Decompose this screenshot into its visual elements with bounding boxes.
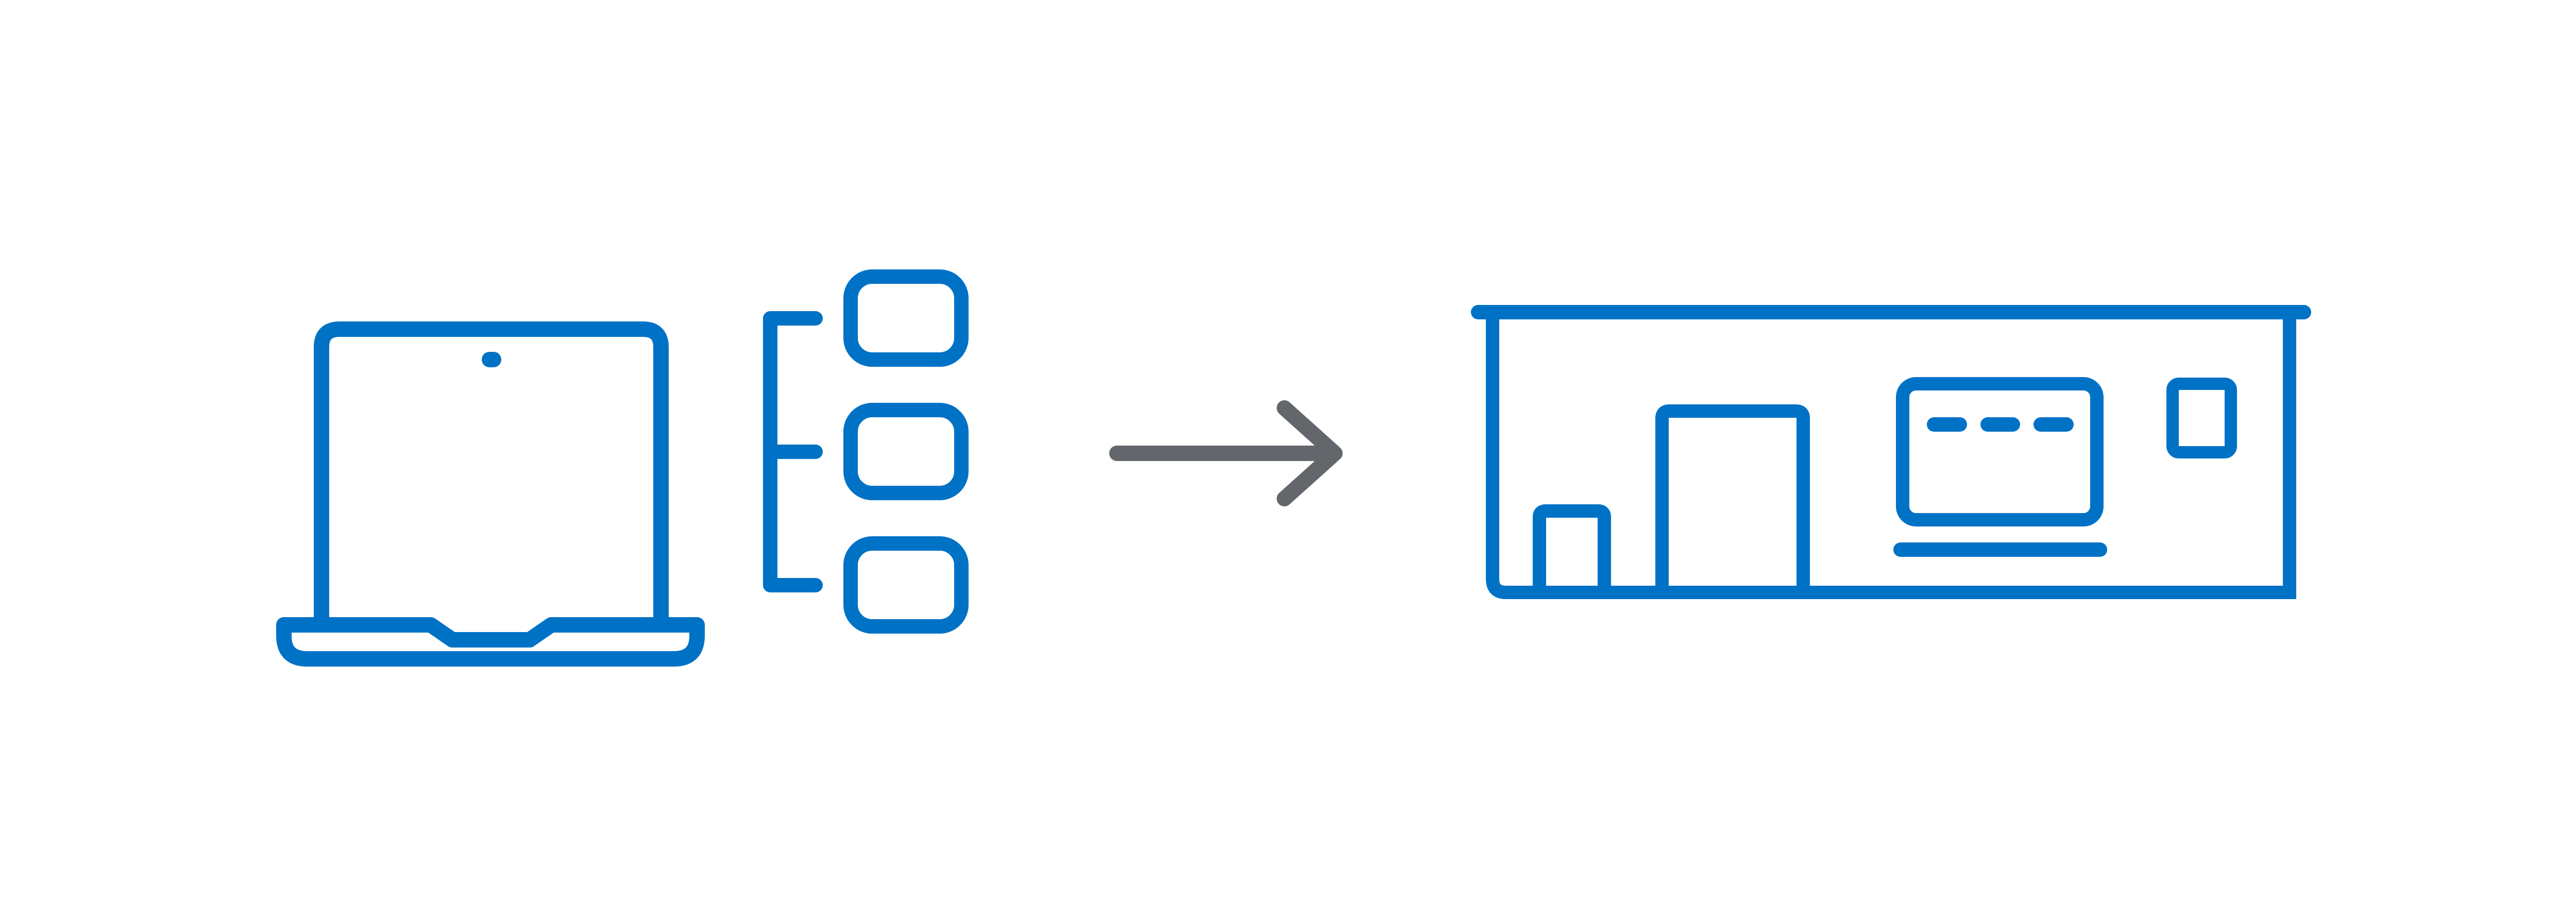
hierarchy-node-2 bbox=[843, 403, 969, 500]
building-door bbox=[1655, 404, 1810, 592]
laptop-camera-icon bbox=[482, 352, 501, 367]
hierarchy-node-3 bbox=[843, 536, 969, 634]
building-left-wall-and-floor bbox=[1486, 319, 2290, 599]
arrow-right-icon bbox=[1109, 400, 1343, 506]
laptop-base bbox=[276, 617, 705, 667]
building-wall-panel bbox=[2166, 378, 2237, 458]
sign-dash-1 bbox=[1927, 417, 1967, 432]
sign-dash-2 bbox=[1980, 417, 2020, 432]
hierarchy-node-1 bbox=[843, 269, 969, 367]
laptop-icon bbox=[276, 321, 705, 667]
building-icon bbox=[1471, 305, 2311, 599]
laptop-screen bbox=[314, 321, 669, 633]
hierarchy-icon bbox=[763, 269, 969, 634]
building-sign-window bbox=[1896, 377, 2104, 526]
arrow-head bbox=[1277, 400, 1343, 506]
building-small-box bbox=[1533, 504, 1611, 592]
sign-dash-3 bbox=[2033, 417, 2074, 432]
